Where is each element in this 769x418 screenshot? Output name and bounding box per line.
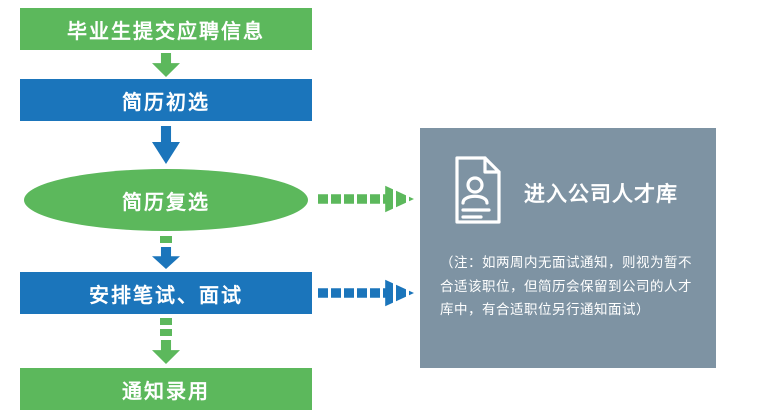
arrow-segment xyxy=(160,329,172,336)
flow-step-arrange-test-interview: 安排笔试、面试 xyxy=(20,272,312,314)
arrow-segment xyxy=(160,236,172,243)
down-arrow-3 xyxy=(152,236,180,269)
talent-pool-note: （注：如两周内无面试通知，则视为暂不合适该职位，但简历会保留到公司的人才库中，有… xyxy=(440,255,692,318)
resume-document-icon xyxy=(448,154,508,231)
talent-pool-panel: 进入公司人才库 （注：如两周内无面试通知，则视为暂不合适该职位，但简历会保留到公… xyxy=(420,128,716,368)
down-arrow-2 xyxy=(152,126,180,164)
talent-pool-header: 进入公司人才库 xyxy=(420,128,716,231)
down-arrow-icon xyxy=(152,247,180,269)
flow-step-resume-recheck: 简历复选 xyxy=(24,169,308,231)
arrow-segment xyxy=(160,318,172,325)
talent-pool-title: 进入公司人才库 xyxy=(524,182,678,206)
down-arrow-icon xyxy=(152,53,180,77)
down-arrow-icon xyxy=(152,126,180,164)
right-arrow-from-test-interview-icon xyxy=(318,279,414,307)
down-arrow-4 xyxy=(152,318,180,364)
flow-step-resume-initial-screening: 简历初选 xyxy=(20,79,312,121)
right-arrow-from-resume-recheck-icon xyxy=(318,185,414,213)
flow-step-notify-employment: 通知录用 xyxy=(20,368,312,410)
down-arrow-icon xyxy=(152,340,180,364)
flow-step-submit-application: 毕业生提交应聘信息 xyxy=(20,8,312,50)
down-arrow-1 xyxy=(152,53,180,77)
